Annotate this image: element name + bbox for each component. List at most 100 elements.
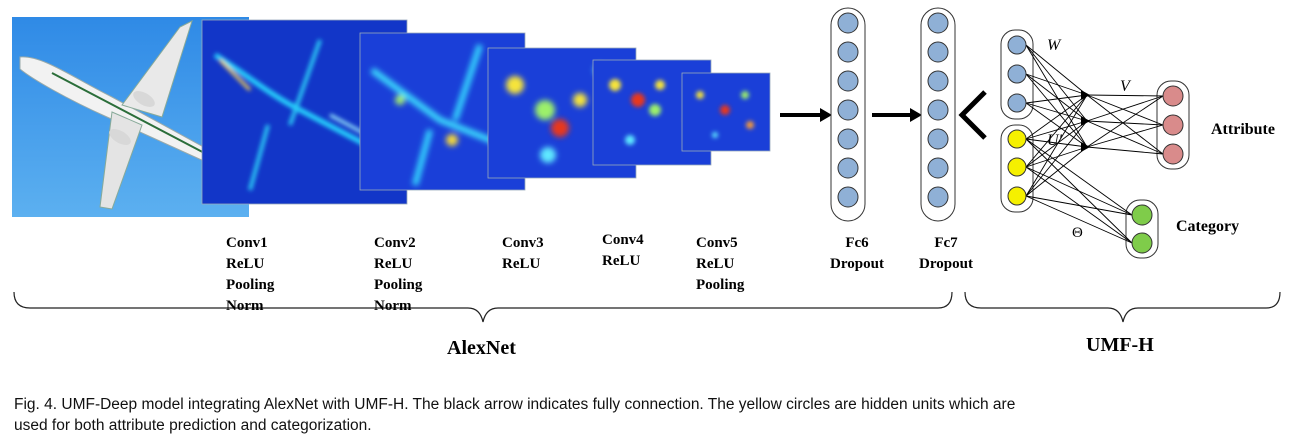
connection-edge — [1086, 124, 1164, 148]
attribute-neuron — [1162, 85, 1184, 107]
alexnet-brace — [13, 291, 953, 323]
category-label: Category — [1176, 218, 1240, 235]
connection-edge — [1086, 120, 1164, 126]
label-line: Conv4 — [602, 232, 644, 248]
connection-edge — [1025, 73, 1088, 96]
label-line: Dropout — [919, 256, 973, 272]
connection-edge — [1086, 95, 1164, 122]
fc7-neuron — [927, 70, 949, 92]
connection-edge — [1025, 73, 1088, 148]
fc6-neuron — [837, 12, 859, 34]
weight-theta-label: Θ — [1072, 225, 1083, 241]
hidden-unit — [1007, 186, 1027, 206]
hidden-unit — [1007, 157, 1027, 177]
connection-edge — [1025, 146, 1088, 168]
w-neuron — [1007, 64, 1027, 84]
connection-edge — [1025, 120, 1088, 197]
arrow-right-icon — [872, 108, 922, 122]
fc7-neuron — [927, 41, 949, 63]
fc7-neuron — [927, 99, 949, 121]
connection-edge — [1086, 94, 1164, 155]
umf-h-brace — [964, 291, 1281, 323]
connection-edge — [1025, 94, 1088, 197]
category-neuron — [1131, 204, 1153, 226]
connection-edge — [1025, 94, 1088, 104]
label-line: ReLU — [374, 256, 413, 272]
label-line: Norm — [226, 298, 264, 314]
fc6-neuron — [837, 99, 859, 121]
connection-edge — [1025, 94, 1088, 140]
label-fc7: Fc7 Dropout — [912, 233, 980, 275]
label-line: Pooling — [696, 277, 745, 293]
label-line: Norm — [374, 298, 412, 314]
umf-h-label: UMF-H — [1086, 334, 1154, 356]
connection-edge — [1025, 73, 1088, 122]
fc6-neuron — [837, 128, 859, 150]
attribute-label: Attribute — [1211, 121, 1275, 138]
connection-edge — [1025, 166, 1133, 244]
caption-line: used for both attribute prediction and c… — [14, 417, 372, 434]
w-neuron — [1007, 93, 1027, 113]
factor-junction — [1081, 116, 1090, 126]
connection-edge — [1086, 95, 1164, 148]
feature-map-conv5 — [681, 72, 771, 152]
connection-edge — [1025, 195, 1133, 216]
label-conv2: Conv2 ReLU Pooling Norm — [374, 233, 422, 317]
fc6-neuron — [837, 157, 859, 179]
label-conv5: Conv5 ReLU Pooling — [696, 233, 744, 296]
chevron-left-icon — [958, 90, 987, 140]
factor-junction — [1081, 90, 1090, 100]
attribute-neuron — [1162, 114, 1184, 136]
alexnet-label: AlexNet — [447, 337, 516, 359]
weight-u-label: U′ — [1047, 132, 1063, 149]
w-neuron — [1007, 35, 1027, 55]
connection-edge — [1086, 94, 1164, 126]
fc7-neuron — [927, 157, 949, 179]
connection-edge — [1086, 120, 1164, 155]
fc6-neuron — [837, 41, 859, 63]
fc7-neuron — [927, 128, 949, 150]
connection-edge — [1025, 102, 1088, 148]
attribute-neuron — [1162, 143, 1184, 165]
umf-h-network — [1000, 29, 1190, 259]
connection-edge — [1025, 138, 1133, 216]
label-line: Conv1 — [226, 235, 268, 251]
label-line: Fc7 — [934, 235, 958, 251]
connection-edge — [1086, 94, 1164, 97]
weight-w-label: W — [1047, 37, 1061, 54]
caption-line: Fig. 4. UMF-Deep model integrating AlexN… — [14, 396, 1016, 413]
category-neuron — [1131, 232, 1153, 254]
connection-edge — [1025, 166, 1133, 216]
label-line: ReLU — [226, 256, 265, 272]
label-line: Conv3 — [502, 235, 544, 251]
connection-edge — [1025, 120, 1088, 168]
connection-edge — [1025, 44, 1088, 148]
weight-v-label: V — [1120, 78, 1130, 95]
factor-junction — [1081, 142, 1090, 152]
label-line: Conv2 — [374, 235, 416, 251]
label-conv3: Conv3 ReLU — [502, 233, 544, 275]
label-line: Pooling — [374, 277, 423, 293]
label-line: Conv5 — [696, 235, 738, 251]
connection-edge — [1086, 146, 1164, 155]
connection-edge — [1025, 44, 1088, 122]
fc7-layer — [920, 7, 956, 222]
label-line: Dropout — [830, 256, 884, 272]
fc7-neuron — [927, 186, 949, 208]
connection-edge — [1025, 44, 1088, 96]
label-conv4: Conv4 ReLU — [602, 230, 644, 272]
label-conv1: Conv1 ReLU Pooling Norm — [226, 233, 274, 317]
connection-edge — [1025, 94, 1088, 168]
fc6-layer — [830, 7, 866, 222]
label-line: ReLU — [696, 256, 735, 272]
connection-edge — [1025, 146, 1088, 197]
label-fc6: Fc6 Dropout — [824, 233, 890, 275]
label-line: ReLU — [502, 256, 541, 272]
fc6-neuron — [837, 70, 859, 92]
connection-edge — [1025, 102, 1088, 122]
fc6-neuron — [837, 186, 859, 208]
label-line: ReLU — [602, 253, 641, 269]
connection-edge — [1025, 120, 1088, 140]
hidden-unit — [1007, 129, 1027, 149]
